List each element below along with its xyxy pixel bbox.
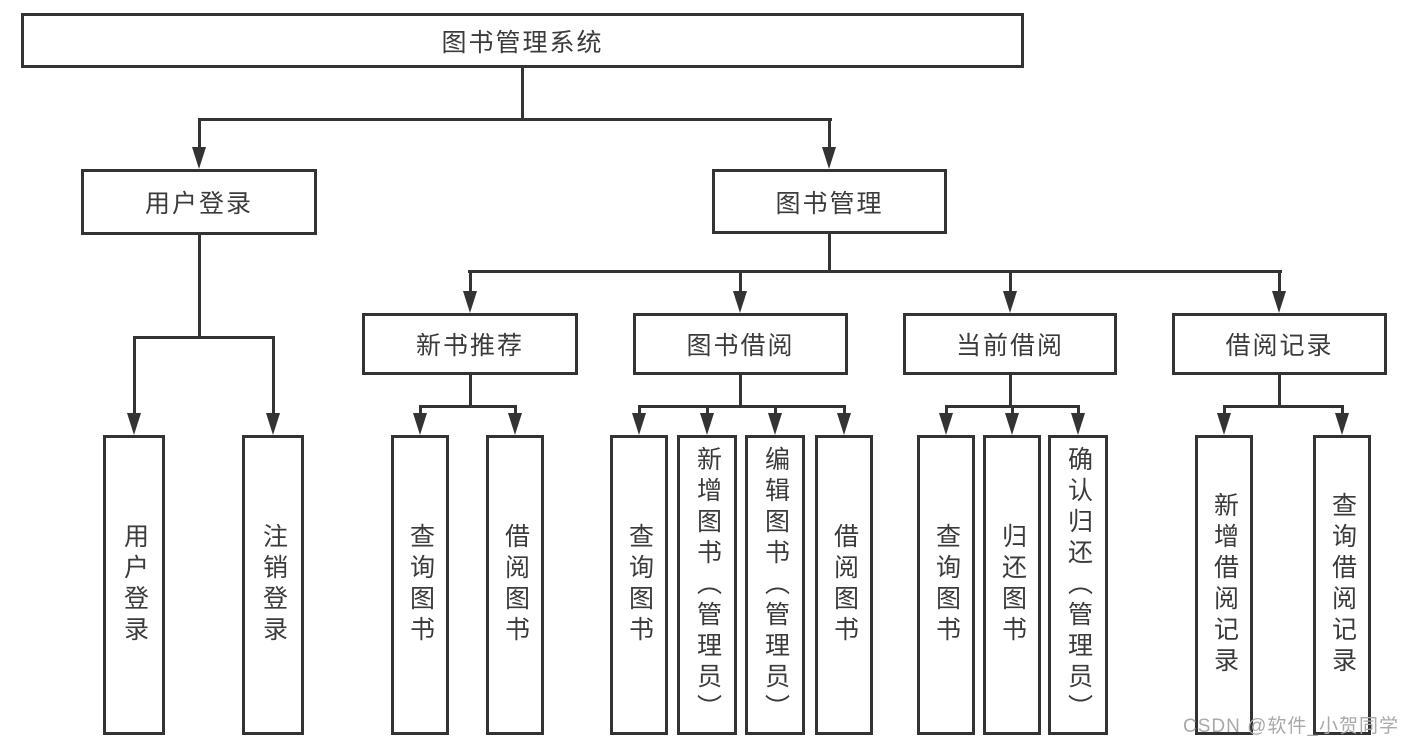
connector-leaf-stem <box>1077 405 1080 419</box>
arrow-down-icon <box>1005 413 1019 435</box>
arrow-down-icon <box>1003 291 1017 313</box>
leaf-edit-book-admin-label: 编辑图书（管理员） <box>761 445 790 725</box>
csdn-watermark: CSDN @软件_小贺同学 <box>1183 716 1399 737</box>
leaf-query-borrow-record: 查询借阅记录 <box>1313 435 1371 735</box>
connector-to-leaf-logout <box>272 336 275 416</box>
connector-to-current-borrow <box>1009 270 1012 294</box>
leaf-user-login-label: 用户登录 <box>120 523 149 647</box>
connector-root-stem <box>521 66 524 120</box>
leaf-logout-login-label: 注销登录 <box>259 523 288 647</box>
connector-leaf-stem <box>1011 405 1014 419</box>
connector-current-borrow-stem <box>1009 373 1012 407</box>
leaf-add-book-admin: 新增图书（管理员） <box>677 435 737 735</box>
leaf-user-login: 用户登录 <box>103 435 165 735</box>
connector-leaf-stem <box>514 405 517 419</box>
connector-borrow-records-stem <box>1278 373 1281 407</box>
leaf-add-borrow-record: 新增借阅记录 <box>1195 435 1253 735</box>
arrow-down-icon <box>127 413 141 435</box>
arrow-down-icon <box>837 413 851 435</box>
connector-borrow-records-branch <box>1223 405 1344 408</box>
connector-leaf-stem <box>774 405 777 419</box>
node-book-borrow-label: 图书借阅 <box>686 332 795 360</box>
node-current-borrow-label: 当前借阅 <box>955 332 1064 360</box>
connector-to-book-management <box>828 118 831 150</box>
leaf-borrow-books-recommend: 借阅图书 <box>486 435 544 735</box>
leaf-query-borrow-record-label: 查询借阅记录 <box>1328 492 1357 678</box>
leaf-query-books-current: 查询图书 <box>917 435 975 735</box>
node-root-label: 图书管理系统 <box>441 28 604 57</box>
node-user-login-label: 用户登录 <box>144 190 253 218</box>
leaf-query-books-borrow-label: 查询图书 <box>625 523 654 647</box>
connector-new-book-stem <box>469 373 472 407</box>
node-borrow-records: 借阅记录 <box>1172 313 1387 375</box>
node-root: 图书管理系统 <box>21 13 1024 68</box>
node-book-borrow: 图书借阅 <box>633 313 848 375</box>
leaf-query-books-recommend-label: 查询图书 <box>406 523 435 647</box>
arrow-down-icon <box>822 147 836 169</box>
connector-leaf-stem <box>419 405 422 419</box>
connector-level1-branch <box>198 118 832 121</box>
arrow-down-icon <box>1272 291 1286 313</box>
arrow-down-icon <box>733 291 747 313</box>
arrow-down-icon <box>768 413 782 435</box>
arrow-down-icon <box>1217 413 1231 435</box>
arrow-down-icon <box>192 147 206 169</box>
arrow-down-icon <box>463 291 477 313</box>
connector-leaf-stem <box>1341 405 1344 419</box>
leaf-edit-book-admin: 编辑图书（管理员） <box>745 435 805 735</box>
leaf-query-books-current-label: 查询图书 <box>932 523 961 647</box>
connector-to-user-login <box>198 118 201 150</box>
arrow-down-icon <box>632 413 646 435</box>
arrow-down-icon <box>1335 413 1349 435</box>
leaf-borrow-books-borrow: 借阅图书 <box>815 435 873 735</box>
connector-to-borrow-records <box>1278 270 1281 294</box>
arrow-down-icon <box>266 413 280 435</box>
connector-level3-branch <box>468 270 1282 273</box>
connector-new-book-branch <box>419 405 517 408</box>
leaf-return-book-label: 归还图书 <box>998 523 1027 647</box>
leaf-confirm-return-admin-label: 确认归还（管理员） <box>1064 445 1093 725</box>
arrow-down-icon <box>1071 413 1085 435</box>
node-new-book-recommend: 新书推荐 <box>362 313 578 375</box>
node-current-borrow: 当前借阅 <box>903 313 1117 375</box>
node-book-management-label: 图书管理 <box>775 189 884 218</box>
connector-leaf-stem <box>638 405 641 419</box>
connector-user-login-branch <box>133 336 275 339</box>
node-new-book-recommend-label: 新书推荐 <box>415 332 524 360</box>
leaf-query-books-borrow: 查询图书 <box>610 435 668 735</box>
connector-to-leaf-user-login <box>133 336 136 416</box>
leaf-add-book-admin-label: 新增图书（管理员） <box>693 445 722 725</box>
connector-book-borrow-branch <box>638 405 846 408</box>
connector-book-borrow-stem <box>739 373 742 407</box>
leaf-borrow-books-recommend-label: 借阅图书 <box>501 523 530 647</box>
arrow-down-icon <box>700 413 714 435</box>
leaf-query-books-recommend: 查询图书 <box>391 435 449 735</box>
connector-leaf-stem <box>706 405 709 419</box>
connector-to-book-borrow <box>739 270 742 294</box>
connector-leaf-stem <box>1223 405 1226 419</box>
connector-leaf-stem <box>843 405 846 419</box>
leaf-confirm-return-admin: 确认归还（管理员） <box>1048 435 1108 735</box>
node-book-management: 图书管理 <box>712 169 947 234</box>
arrow-down-icon <box>413 413 427 435</box>
arrow-down-icon <box>939 413 953 435</box>
leaf-borrow-books-borrow-label: 借阅图书 <box>830 523 859 647</box>
connector-book-management-stem <box>828 232 831 272</box>
connector-user-login-stem <box>198 233 201 338</box>
leaf-return-book: 归还图书 <box>983 435 1041 735</box>
node-user-login: 用户登录 <box>81 169 317 235</box>
leaf-logout-login: 注销登录 <box>242 435 304 735</box>
leaf-add-borrow-record-label: 新增借阅记录 <box>1210 492 1239 678</box>
node-borrow-records-label: 借阅记录 <box>1225 332 1334 360</box>
arrow-down-icon <box>508 413 522 435</box>
connector-to-new-book <box>469 270 472 294</box>
connector-leaf-stem <box>945 405 948 419</box>
